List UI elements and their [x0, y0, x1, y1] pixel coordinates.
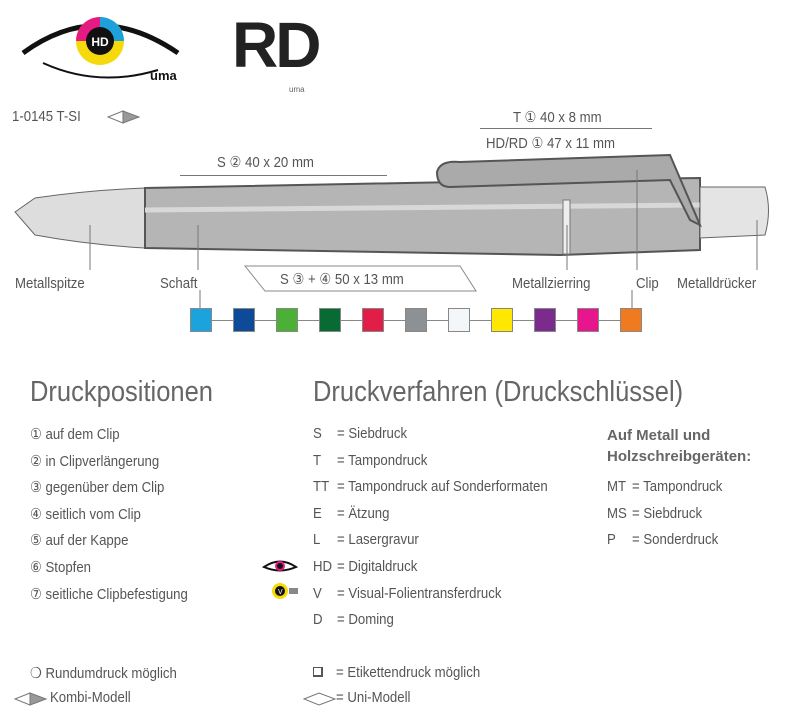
- label-metallzierring: Metallzierring: [512, 275, 591, 292]
- method-code: T: [313, 451, 322, 469]
- method-code: E: [313, 504, 322, 522]
- label-metalldruecker: Metalldrücker: [677, 275, 757, 292]
- dim-s2: S ② 40 x 20 mm: [217, 154, 314, 171]
- metal-code: MS: [607, 504, 627, 522]
- hd-eye-icon: [262, 560, 298, 572]
- method-code: L: [313, 531, 321, 549]
- dim-line: [480, 128, 652, 129]
- method-label: = Siebdruck: [337, 425, 408, 442]
- dim-s34-box: [243, 265, 477, 292]
- rd-logo: RD: [232, 9, 321, 81]
- positions-heading: Druckpositionen: [30, 376, 213, 408]
- methods-heading: Druckverfahren (Druckschlüssel): [313, 376, 684, 408]
- svg-text:uma: uma: [150, 68, 178, 83]
- color-swatch[interactable]: [620, 308, 642, 332]
- legend-rundumdruck: ❍ Rundumdruck möglich: [30, 665, 177, 682]
- dim-hdrd: HD/RD ① 47 x 11 mm: [486, 135, 615, 152]
- color-swatch[interactable]: [276, 308, 298, 332]
- pen-illustration: [14, 153, 769, 308]
- position-item: ⑥ Stopfen: [30, 559, 92, 576]
- label-clip: Clip: [636, 275, 659, 292]
- label-metallspitze: Metallspitze: [15, 275, 85, 292]
- metal-label: = Siebdruck: [632, 504, 703, 522]
- metal-heading: Auf Metall und: [607, 427, 711, 444]
- svg-text:V: V: [278, 589, 283, 596]
- method-code: HD: [313, 558, 333, 575]
- color-swatch[interactable]: [577, 308, 599, 332]
- method-label: = Ätzung: [337, 504, 390, 522]
- method-code: D: [313, 611, 323, 629]
- metal-heading-2: Holzschreibgeräten:: [607, 448, 752, 465]
- dim-line: [180, 175, 387, 176]
- kombi-diamond-icon: [107, 110, 141, 124]
- uni-diamond-icon: [303, 692, 337, 706]
- position-item: ⑤ auf der Kappe: [30, 532, 129, 550]
- method-code: V: [313, 584, 322, 602]
- position-item: ⑦ seitliche Clipbefestigung: [30, 585, 188, 603]
- legend-kombi: Kombi-Modell: [50, 689, 131, 706]
- kombi-diamond-icon: [14, 692, 48, 706]
- position-item: ③ gegenüber dem Clip: [30, 479, 165, 497]
- color-swatch[interactable]: [319, 308, 341, 332]
- rd-logo-sub: uma: [289, 85, 305, 94]
- method-label: = Tampondruck auf Sonderformaten: [337, 478, 548, 496]
- label-square-icon: [313, 667, 323, 677]
- color-swatch[interactable]: [491, 308, 513, 332]
- label-schaft: Schaft: [160, 275, 198, 292]
- product-code: 1-0145 T-SI: [12, 108, 81, 125]
- position-item: ① auf dem Clip: [30, 426, 120, 443]
- dim-t: T ① 40 x 8 mm: [513, 109, 602, 126]
- method-label: = Visual-Folientransferdruck: [337, 584, 502, 602]
- color-swatch[interactable]: [362, 308, 384, 332]
- metal-code: MT: [607, 478, 627, 495]
- visual-icon: V: [272, 583, 298, 599]
- color-swatch[interactable]: [405, 308, 427, 332]
- method-label: = Lasergravur: [337, 531, 419, 549]
- legend-uni: = Uni-Modell: [336, 689, 411, 706]
- metal-label: = Sonderdruck: [632, 531, 719, 549]
- dim-s34: S ③ + ④ 50 x 13 mm: [280, 271, 404, 288]
- metal-code: P: [607, 531, 616, 549]
- position-item: ④ seitlich vom Clip: [30, 505, 141, 523]
- position-item: ② in Clipverlängerung: [30, 452, 160, 470]
- method-label: = Doming: [337, 611, 394, 629]
- color-swatch[interactable]: [190, 308, 212, 332]
- method-code: S: [313, 425, 322, 442]
- hd-eye-logo: HD uma: [21, 17, 180, 83]
- color-swatch[interactable]: [534, 308, 556, 332]
- svg-text:HD: HD: [91, 35, 109, 49]
- method-label: = Tampondruck: [337, 451, 428, 469]
- metal-label: = Tampondruck: [632, 478, 723, 495]
- legend-etikettendruck: = Etikettendruck möglich: [336, 664, 481, 681]
- color-swatch[interactable]: [448, 308, 470, 332]
- color-swatch[interactable]: [233, 308, 255, 332]
- method-code: TT: [313, 478, 330, 496]
- method-label: = Digitaldruck: [337, 558, 418, 575]
